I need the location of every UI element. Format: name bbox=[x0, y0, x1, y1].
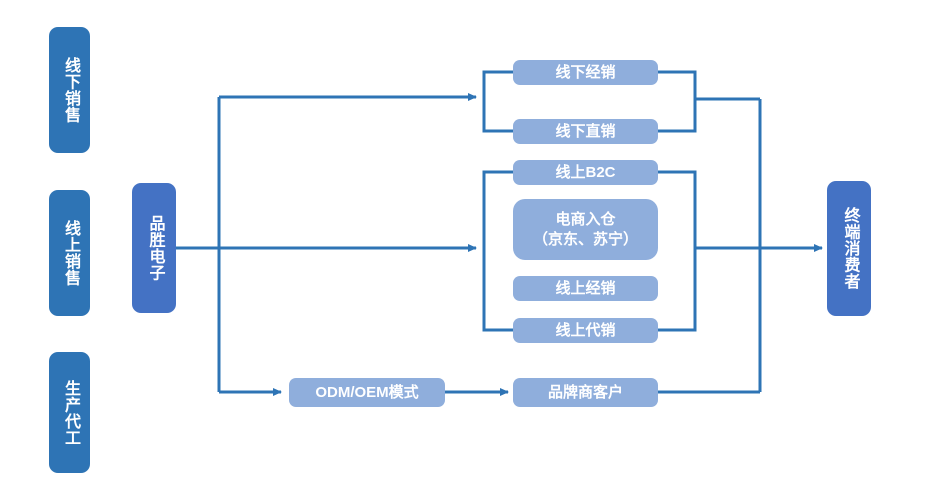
channel-online-b2c[interactable]: 线上B2C bbox=[513, 160, 658, 185]
bracket-online-left bbox=[482, 170, 513, 332]
source-node-pisen[interactable]: 品胜电子 bbox=[132, 183, 176, 313]
channel-offline-direct-sales[interactable]: 线下直销 bbox=[513, 119, 658, 144]
terminal-node-label: 终端消费者 bbox=[841, 207, 859, 290]
stage-label-offline-sales[interactable]: 线下销售 bbox=[49, 27, 90, 153]
channel-label-multiline: 电商入仓 （京东、苏宁） bbox=[533, 210, 638, 250]
channel-label: 线上经销 bbox=[555, 279, 616, 297]
terminal-node-end-consumer[interactable]: 终端消费者 bbox=[827, 181, 871, 316]
bracket-offline-right bbox=[658, 70, 697, 133]
channel-online-distribution[interactable]: 线上经销 bbox=[513, 276, 658, 301]
stage-label-oem-manufacturing[interactable]: 生产代工 bbox=[49, 352, 90, 473]
channel-ecommerce-warehousing[interactable]: 电商入仓 （京东、苏宁） bbox=[513, 199, 658, 260]
channel-label: 线上代销 bbox=[555, 321, 616, 339]
channel-label: ODM/OEM模式 bbox=[315, 383, 419, 401]
channel-label-line2: （京东、苏宁） bbox=[532, 230, 638, 248]
channel-odm-oem-mode[interactable]: ODM/OEM模式 bbox=[289, 378, 445, 407]
channel-label: 品牌商客户 bbox=[547, 383, 623, 401]
bracket-online-right bbox=[658, 170, 697, 332]
channel-online-consignment[interactable]: 线上代销 bbox=[513, 318, 658, 343]
channel-label: 线下直销 bbox=[555, 122, 616, 140]
bracket-offline-left bbox=[482, 70, 513, 133]
stage-label-text: 生产代工 bbox=[61, 379, 79, 446]
channel-label: 线上B2C bbox=[555, 163, 616, 181]
channel-label: 线下经销 bbox=[555, 63, 616, 81]
channel-offline-distribution[interactable]: 线下经销 bbox=[513, 60, 658, 85]
channel-brand-customer[interactable]: 品牌商客户 bbox=[513, 378, 658, 407]
source-node-label: 品胜电子 bbox=[146, 215, 164, 281]
stage-label-text: 线下销售 bbox=[61, 57, 79, 123]
stage-label-text: 线上销售 bbox=[61, 220, 79, 286]
channel-label-line1: 电商入仓 bbox=[555, 210, 616, 228]
stage-label-online-sales[interactable]: 线上销售 bbox=[49, 190, 90, 316]
